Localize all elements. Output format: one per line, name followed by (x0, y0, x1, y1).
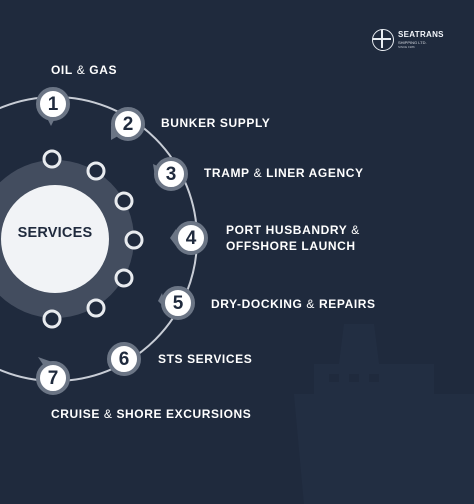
step-label-1: OIL & GAS (51, 62, 117, 78)
step-label-3: TRAMP & LINER AGENCY (204, 165, 364, 181)
label-text: GAS (89, 63, 118, 77)
label-text: BUNKER SUPPLY (161, 116, 271, 130)
hub-label: SERVICES (17, 225, 93, 241)
step-marker-5: 5 (161, 286, 195, 320)
step-marker-6: 6 (107, 342, 141, 376)
label-ampersand: & (347, 223, 360, 237)
small-dot (42, 149, 62, 169)
step-number: 5 (172, 292, 184, 314)
small-dot (114, 268, 134, 288)
small-dot (86, 161, 106, 181)
label-text: REPAIRS (318, 297, 376, 311)
label-text: SHORE EXCURSIONS (116, 407, 252, 421)
label-text: PORT HUSBANDRY (226, 223, 348, 237)
label-ampersand: & (72, 63, 90, 77)
brand-wordmark: SEATRANS SHIPPING LTD. SINCE 1986 (398, 31, 444, 49)
label-text: OIL (51, 63, 73, 77)
hub-circle (1, 185, 109, 293)
label-text: DRY-DOCKING (211, 297, 303, 311)
step-label-5: DRY-DOCKING & REPAIRS (211, 296, 376, 312)
step-marker-7: 7 (36, 361, 70, 395)
step-label-6: STS SERVICES (158, 351, 252, 367)
step-label-7: CRUISE & SHORE EXCURSIONS (51, 406, 251, 422)
label-ampersand: & (249, 166, 267, 180)
step-label-2: BUNKER SUPPLY (161, 115, 270, 131)
step-label-4: PORT HUSBANDRY & OFFSHORE LAUNCH (226, 222, 360, 254)
label-ampersand: & (99, 407, 117, 421)
label-text: OFFSHORE LAUNCH (226, 239, 356, 253)
small-dot (86, 298, 106, 318)
label-text: CRUISE (51, 407, 100, 421)
step-marker-4: 4 (174, 221, 208, 255)
services-diagram (0, 96, 198, 382)
step-marker-1: 1 (36, 87, 70, 121)
step-number: 2 (122, 113, 134, 135)
brand-since: SINCE 1986 (398, 45, 415, 49)
brand-name: SEATRANS (398, 30, 444, 39)
small-dot (42, 309, 62, 329)
small-dots (42, 149, 144, 329)
brand-logo: SEATRANS SHIPPING LTD. SINCE 1986 (372, 25, 462, 55)
step-number: 6 (118, 348, 130, 370)
label-text: TRAMP (204, 166, 250, 180)
step-marker-3: 3 (154, 157, 188, 191)
label-ampersand: & (302, 297, 319, 311)
step-number: 7 (47, 367, 59, 389)
small-dot (124, 230, 144, 250)
label-text: LINER AGENCY (266, 166, 364, 180)
small-dot (114, 191, 134, 211)
brand-subtitle: SHIPPING LTD. (398, 40, 427, 45)
step-number: 1 (47, 93, 59, 115)
label-text: STS SERVICES (158, 352, 253, 366)
globe-ship-icon (372, 29, 394, 51)
step-number: 4 (185, 227, 197, 249)
step-number: 3 (165, 163, 177, 185)
step-marker-2: 2 (111, 107, 145, 141)
